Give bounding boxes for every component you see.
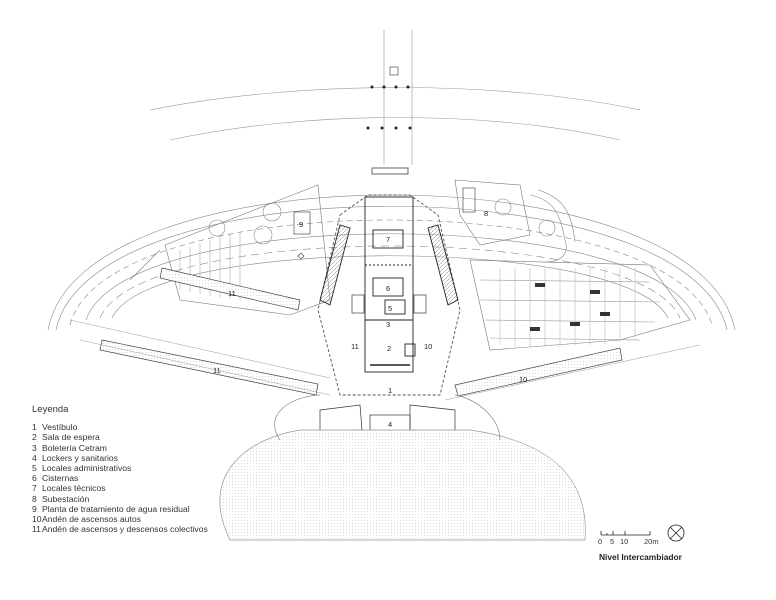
label-10-left: 10 (424, 342, 432, 351)
label-1: 1 (388, 386, 392, 395)
label-11-mid: 11 (351, 342, 359, 351)
label-6: 6 (386, 284, 390, 293)
label-8: 8 (484, 209, 488, 218)
approach-road (149, 30, 641, 165)
scale-tick-20: 20m (644, 537, 659, 546)
scale-bar (600, 531, 651, 536)
label-4: 4 (388, 420, 392, 429)
scale-tick-5: 5 (610, 537, 615, 546)
central-terminal (317, 167, 461, 396)
platform-11 (69, 267, 331, 396)
label-7: 7 (386, 235, 390, 244)
label-5: 5 (388, 304, 392, 313)
lower-plaza (219, 394, 586, 541)
legend-title: Leyenda (32, 404, 69, 415)
label-3: 3 (386, 320, 390, 329)
bollard-dots (366, 85, 412, 130)
label-10-right: 10 (519, 375, 527, 384)
label-11-upper: 11 (228, 289, 236, 298)
platform-10 (444, 344, 701, 401)
label-2: 2 (387, 344, 391, 353)
label-9: 9 (299, 220, 303, 229)
level-title: Nivel Intercambiador (599, 552, 682, 562)
north-arrow-icon (667, 524, 685, 542)
right-parking-area (454, 179, 691, 351)
label-11-lower: 11 (213, 366, 221, 375)
scale-tick-0: 0 (598, 537, 603, 546)
scale-tick-10: 10 (620, 537, 629, 546)
